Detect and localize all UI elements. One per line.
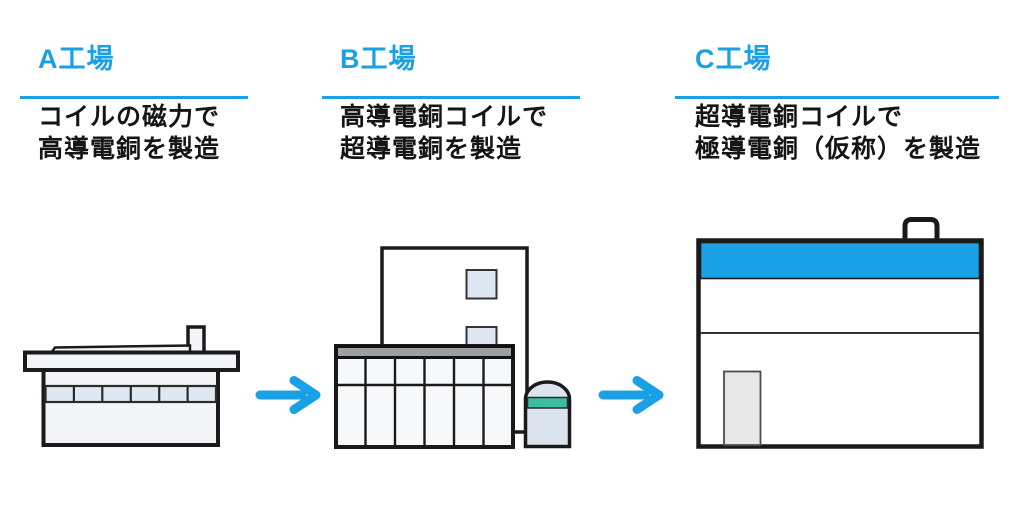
factory-c-illustration [696, 217, 984, 449]
roof-slab [23, 350, 240, 372]
roof-vent [902, 217, 940, 244]
stage-c-description: 超導電銅コイルで 極導電銅（仮称）を製造 [695, 103, 982, 163]
door [723, 370, 762, 446]
stage-a-title: A工場 [38, 44, 115, 74]
window-grid [336, 357, 513, 447]
stage-b-underline [322, 96, 580, 99]
arrow-right-icon [255, 376, 321, 414]
stage-b-title: B工場 [340, 44, 417, 74]
stage-b-description: 高導電銅コイルで 超導電銅を製造 [340, 103, 549, 163]
stage-a-underline [20, 96, 248, 99]
blue-band [699, 241, 981, 280]
stage-c-underline [675, 96, 999, 99]
tank-band [526, 396, 569, 409]
factory-b-illustration [334, 246, 572, 449]
stage-c-title: C工場 [695, 44, 772, 74]
roof-band [335, 345, 514, 359]
window-dividers [72, 386, 189, 402]
tower-window-upper [465, 269, 498, 300]
building-body [41, 368, 220, 447]
arrow-right-icon [598, 376, 664, 414]
stage-a-description: コイルの磁力で 高導電銅を製造 [38, 103, 221, 163]
factory-a-illustration [23, 325, 240, 447]
storage-tank [523, 380, 572, 449]
